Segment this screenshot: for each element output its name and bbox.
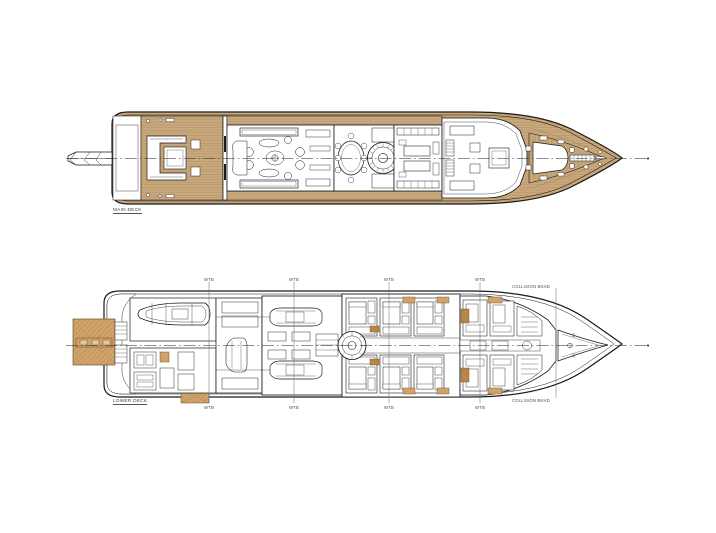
guest-cabin-stbd-3: [413, 354, 445, 394]
main-deck-aft-deck: [140, 115, 224, 201]
station-label-wtb-top-2: WTB: [288, 277, 300, 282]
guest-cabin-port-1: [345, 297, 378, 337]
shaft-lines: [216, 316, 270, 371]
station-label-wtb-bottom-3: WTB: [383, 405, 395, 410]
station-label-wtb-top-4: WTB: [474, 277, 486, 282]
lower-deck-label: LOWER DECK: [113, 398, 148, 406]
lower-deck-garage-interior: [129, 297, 217, 394]
main-deck-galley: [393, 124, 443, 192]
station-label-collision-bkhd-top: COLLISION BKHD: [512, 284, 550, 289]
main-deck-hull-outline: [111, 111, 623, 205]
main-deck-transom-area: [112, 115, 142, 201]
lower-deck-engine-room: [216, 295, 343, 396]
helm-console: [488, 147, 510, 169]
main-deck-port-sidedeck: [226, 115, 443, 126]
guest-cabin-port-2: [379, 297, 412, 337]
dining-table: [337, 140, 365, 176]
aft-settee: [146, 135, 187, 181]
station-label-wtb-bottom-1: WTB: [203, 405, 215, 410]
main-deck-foredeck: [525, 132, 607, 184]
station-label-wtb-bottom-2: WTB: [288, 405, 300, 410]
main-deck-label: MAIN DECK: [113, 207, 142, 215]
guest-cabin-stbd-2: [379, 354, 412, 394]
station-label-wtb-bottom-4: WTB: [474, 405, 486, 410]
engine-port: [269, 307, 323, 327]
engine-stbd: [269, 360, 323, 380]
lower-deck-tender-garage: [72, 318, 210, 404]
main-deck-stbd-sidedeck: [226, 190, 443, 201]
guest-cabin-stbd-1: [345, 354, 378, 394]
station-label-wtb-top-3: WTB: [383, 277, 395, 282]
station-label-wtb-top-1: WTB: [203, 277, 215, 282]
main-deck-saloon: [226, 124, 335, 192]
aft-table: [163, 146, 187, 170]
guest-cabin-port-3: [413, 297, 445, 337]
main-deck-wheelhouse: [441, 117, 528, 199]
watertight-bulkhead-lines: [208, 282, 557, 403]
main-deck-dining-and-stair: [333, 124, 399, 192]
main-deck-saloon-aft-bulkhead: [222, 115, 228, 201]
main-deck-plan: [66, 111, 649, 205]
station-label-collision-bkhd-bottom: COLLISION BKHD: [512, 398, 550, 403]
main-deck-bow-detail: [529, 127, 589, 189]
lower-deck-plan: [66, 282, 649, 404]
